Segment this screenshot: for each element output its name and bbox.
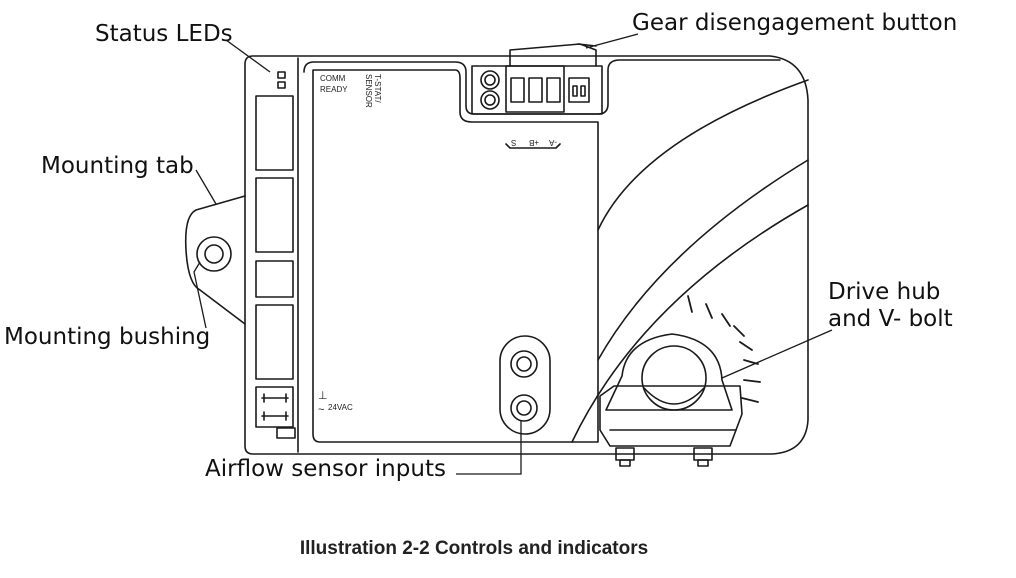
leader-mounting-tab bbox=[195, 169, 217, 205]
hub-cover-inner bbox=[571, 204, 809, 443]
led-ready bbox=[277, 81, 286, 89]
label-ready: READY bbox=[320, 85, 348, 94]
airflow-port-low bbox=[510, 394, 538, 422]
callout-mounting-bushing: Mounting bushing bbox=[4, 324, 211, 350]
label-term-b: +B bbox=[529, 138, 540, 147]
inner-label-panel bbox=[312, 69, 599, 443]
label-ac-symbol: ~ bbox=[318, 404, 325, 416]
label-24vac: 24VAC bbox=[328, 403, 353, 412]
label-comm: COMM bbox=[320, 74, 346, 83]
callout-drive-hub-line2: and V- bolt bbox=[828, 306, 953, 332]
label-tstat: T-STAT/ bbox=[373, 74, 382, 103]
mounting-bushing bbox=[196, 236, 232, 272]
label-term-s: S bbox=[511, 138, 517, 147]
leader-mounting-bushing bbox=[193, 261, 207, 329]
hub-cover bbox=[597, 79, 809, 231]
callout-airflow-inputs: Airflow sensor inputs bbox=[205, 456, 446, 482]
airflow-port-housing bbox=[499, 335, 551, 435]
label-sensor: SENSOR bbox=[364, 74, 373, 108]
terminal-block-2 bbox=[255, 177, 294, 253]
terminal-block-1 bbox=[255, 95, 294, 171]
leader-status-leds bbox=[225, 39, 271, 73]
v-bolt-base bbox=[599, 385, 743, 447]
callout-mounting-tab: Mounting tab bbox=[41, 153, 194, 179]
jack-bottom bbox=[480, 90, 500, 110]
leader-gear-button bbox=[585, 33, 639, 49]
airflow-port-high bbox=[510, 350, 538, 378]
v-bolt-clamp bbox=[605, 333, 733, 411]
leader-drive-hub bbox=[721, 329, 833, 379]
leader-airflow bbox=[456, 420, 522, 475]
gear-disengagement-button bbox=[509, 43, 597, 67]
terminal-block-3 bbox=[255, 260, 294, 298]
housing-outline bbox=[244, 55, 809, 455]
position-scale bbox=[687, 295, 761, 403]
terminal-block-4 bbox=[255, 304, 294, 380]
figure-caption: Illustration 2-2 Controls and indicators bbox=[299, 538, 649, 559]
dip-switch bbox=[568, 77, 590, 103]
power-connector bbox=[255, 386, 294, 428]
bus-terminal bbox=[505, 65, 565, 113]
main-panel bbox=[303, 59, 781, 115]
top-connector-housing bbox=[471, 65, 603, 115]
led-comm bbox=[277, 71, 286, 79]
label-term-a: -A bbox=[549, 138, 557, 147]
mounting-tab bbox=[184, 195, 246, 325]
callout-drive-hub-line1: Drive hub bbox=[828, 279, 941, 305]
drive-hub bbox=[641, 345, 707, 411]
jack-top bbox=[480, 70, 500, 90]
small-connector bbox=[276, 427, 296, 439]
callout-gear-button: Gear disengagement button bbox=[632, 10, 958, 36]
callout-status-leds: Status LEDs bbox=[95, 21, 233, 47]
hub-cover-outer bbox=[597, 159, 809, 361]
label-ground-symbol: ⊥ bbox=[318, 390, 328, 402]
